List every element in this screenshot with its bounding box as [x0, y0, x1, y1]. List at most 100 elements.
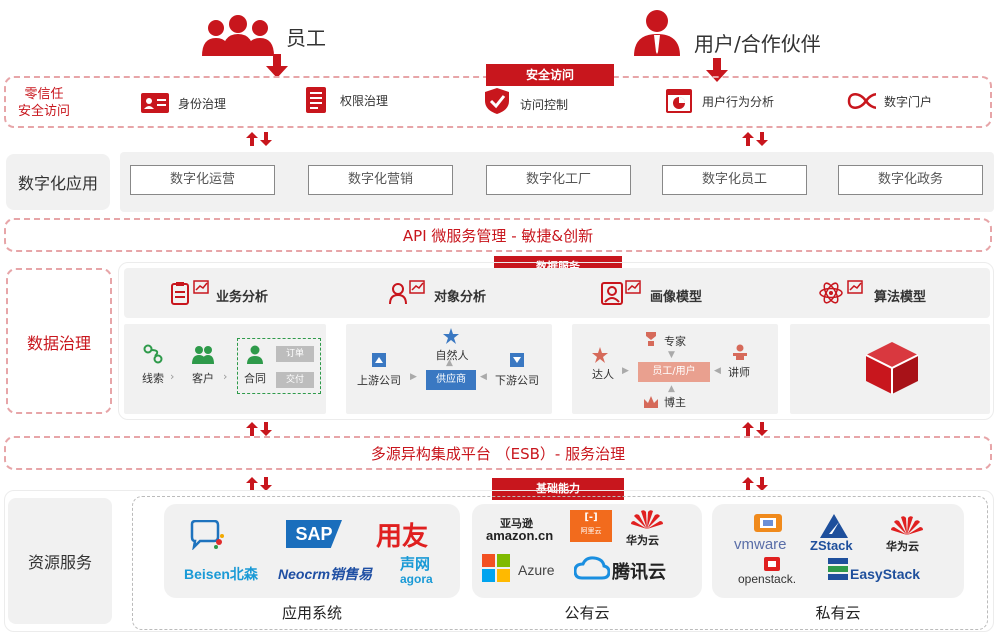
sub-order: 订单: [276, 346, 314, 362]
digital-employee-button[interactable]: 数字化员工: [662, 165, 807, 195]
node-lecturer: 讲师: [728, 366, 750, 379]
vmware-logo: vmware: [734, 536, 787, 553]
contract-group-box: [237, 338, 321, 394]
downstream-icon: [510, 352, 524, 371]
node-contract: 合同: [244, 372, 266, 385]
aliyun-logo: [-] 阿里云: [570, 510, 612, 542]
huawei-icon: [890, 514, 924, 540]
employee-icon: [198, 14, 278, 60]
beisen-logo: Beisen北森: [184, 566, 258, 582]
lecturer-icon: [732, 344, 748, 364]
sub-delivery: 交付: [276, 372, 314, 388]
bidirectional-arrow-icon: [246, 476, 272, 491]
permission-governance-label: 权限治理: [340, 93, 389, 108]
data-governance-label: 数据治理: [26, 334, 91, 353]
zstack-icon: [820, 514, 848, 542]
node-customer: 客户: [192, 372, 214, 385]
portrait-model-title: 画像模型: [650, 289, 703, 305]
arrow-left-icon: ◀: [480, 372, 487, 382]
business-analysis-title: 业务分析: [216, 289, 269, 305]
infrastructure-tag: 基础能力: [492, 478, 624, 500]
portrait-model-header: 画像模型: [600, 280, 702, 310]
api-bar-box: [4, 218, 992, 252]
atom-chart-icon: [818, 280, 868, 310]
arrow-right-icon: ▶: [410, 372, 417, 382]
algorithm-model-header: 算法模型: [818, 280, 926, 310]
openstack-icon: [764, 556, 780, 575]
arrow-down-icon: ▼: [668, 350, 675, 360]
node-influencer: 达人: [592, 368, 614, 381]
access-control: 访问控制: [482, 88, 568, 114]
easystack-logo: EasyStack: [850, 566, 921, 582]
digital-factory-button[interactable]: 数字化工厂: [486, 165, 631, 195]
node-downstream: 下游公司: [495, 374, 539, 387]
huawei-cloud-logo: 华为云: [626, 534, 659, 547]
api-bar-label: API 微服务管理 - 敏捷&创新: [402, 227, 594, 245]
resources-dashed-box: [132, 496, 988, 630]
employees-label: 员工: [286, 26, 326, 50]
customer-icon: [191, 344, 215, 368]
neocrm-logo: Neocrm销售易: [278, 566, 373, 582]
clipboard-chart-icon: [170, 280, 210, 310]
shengwang-logo: 声网: [400, 555, 431, 573]
partner-icon: [630, 8, 684, 60]
resources-label: 资源服务: [8, 498, 112, 624]
chat-bubble-icon: [188, 519, 224, 554]
infinity-icon: [846, 88, 876, 114]
id-card-icon: [140, 90, 170, 116]
tencent-cloud-icon: [573, 556, 611, 584]
digital-apps-label: 数字化应用: [6, 154, 110, 210]
digital-portal: 数字门户: [846, 88, 932, 114]
data-governance-outer: [118, 262, 994, 420]
cube-icon: [864, 340, 920, 400]
yonyou-logo: 用友: [376, 522, 429, 552]
tencent-cloud-logo: 腾讯云: [612, 562, 666, 583]
down-arrow-icon: [266, 54, 288, 84]
zero-trust-label: 零信任 安全访问: [18, 87, 71, 119]
identity-governance: 身份治理: [140, 90, 226, 116]
security-tag: 安全访问: [486, 64, 614, 86]
public-cloud-label: 公有云: [564, 604, 610, 622]
huawei-private-logo: 华为云: [886, 540, 919, 553]
digital-government-button[interactable]: 数字化政务: [838, 165, 983, 195]
data-governance-label-box: [6, 268, 112, 414]
star-icon: [443, 328, 459, 348]
bidirectional-arrow-icon: [742, 421, 768, 436]
esb-bar-label: 多源异构集成平台 （ESB）- 服务治理: [370, 445, 626, 463]
azure-logo: Azure: [518, 562, 555, 578]
bidirectional-arrow-icon: [246, 421, 272, 436]
app-systems-label: 应用系统: [281, 604, 342, 622]
bidirectional-arrow-icon: [742, 476, 768, 491]
arrow-right-icon: ›: [223, 370, 228, 383]
digital-operations-button[interactable]: 数字化运营: [130, 165, 275, 195]
blogger-icon: [644, 393, 658, 412]
contract-icon: [246, 344, 264, 368]
resources-outer: [4, 490, 994, 632]
identity-governance-label: 身份治理: [178, 96, 227, 111]
amazon-cn-logo: 亚马逊: [500, 517, 533, 530]
microsoft-icon: [482, 554, 510, 586]
app-systems-panel: [164, 504, 460, 598]
upstream-icon: [372, 352, 386, 371]
analysis-header-panel: [124, 268, 990, 318]
profile-chart-icon: [600, 280, 644, 310]
arrow-right-icon: ▶: [622, 366, 629, 376]
node-expert: 专家: [664, 335, 686, 348]
agora-logo: agora: [400, 572, 433, 586]
node-clue: 线索: [142, 372, 164, 385]
zstack-logo: ZStack: [810, 538, 853, 553]
arrow-up-icon: ▲: [446, 358, 453, 368]
clue-icon: [143, 344, 163, 368]
arrow-up-icon: ▲: [668, 384, 675, 394]
person-chart-icon: [388, 280, 428, 310]
private-cloud-label: 私有云: [815, 604, 861, 622]
shield-check-icon: [482, 88, 512, 114]
influencer-icon: [592, 347, 608, 367]
partners-label: 用户/合作伙伴: [694, 32, 821, 56]
digital-marketing-button[interactable]: 数字化营销: [308, 165, 453, 195]
node-natural-person: 自然人: [435, 349, 469, 362]
digital-portal-label: 数字门户: [884, 94, 933, 109]
huawei-icon: [630, 508, 664, 534]
node-employee-user: 员工/用户: [638, 362, 710, 382]
permission-governance: 权限治理: [302, 87, 388, 113]
